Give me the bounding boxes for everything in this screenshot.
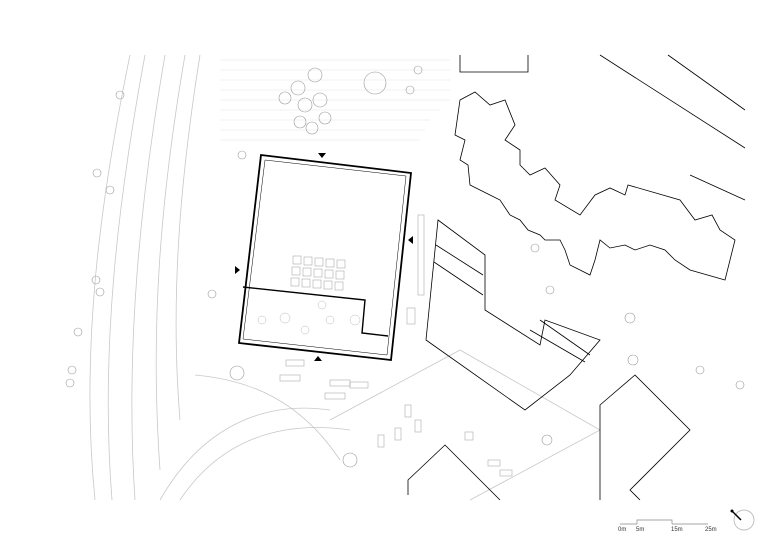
hatched-lawn	[220, 59, 450, 141]
scale-label-0: 0m	[618, 527, 626, 533]
road-curves	[89, 54, 601, 501]
north-arrow-icon	[730, 509, 755, 531]
scale-bar	[620, 519, 708, 525]
context-buildings	[407, 54, 746, 501]
entrance-markers	[235, 153, 413, 361]
seating-grid	[290, 255, 346, 291]
scale-label-5: 5m	[636, 527, 644, 533]
scale-label-15: 15m	[671, 527, 683, 533]
scale-label-25: 25m	[705, 527, 717, 533]
parking-cars	[279, 214, 513, 477]
main-building	[238, 153, 412, 361]
trees	[65, 65, 745, 468]
